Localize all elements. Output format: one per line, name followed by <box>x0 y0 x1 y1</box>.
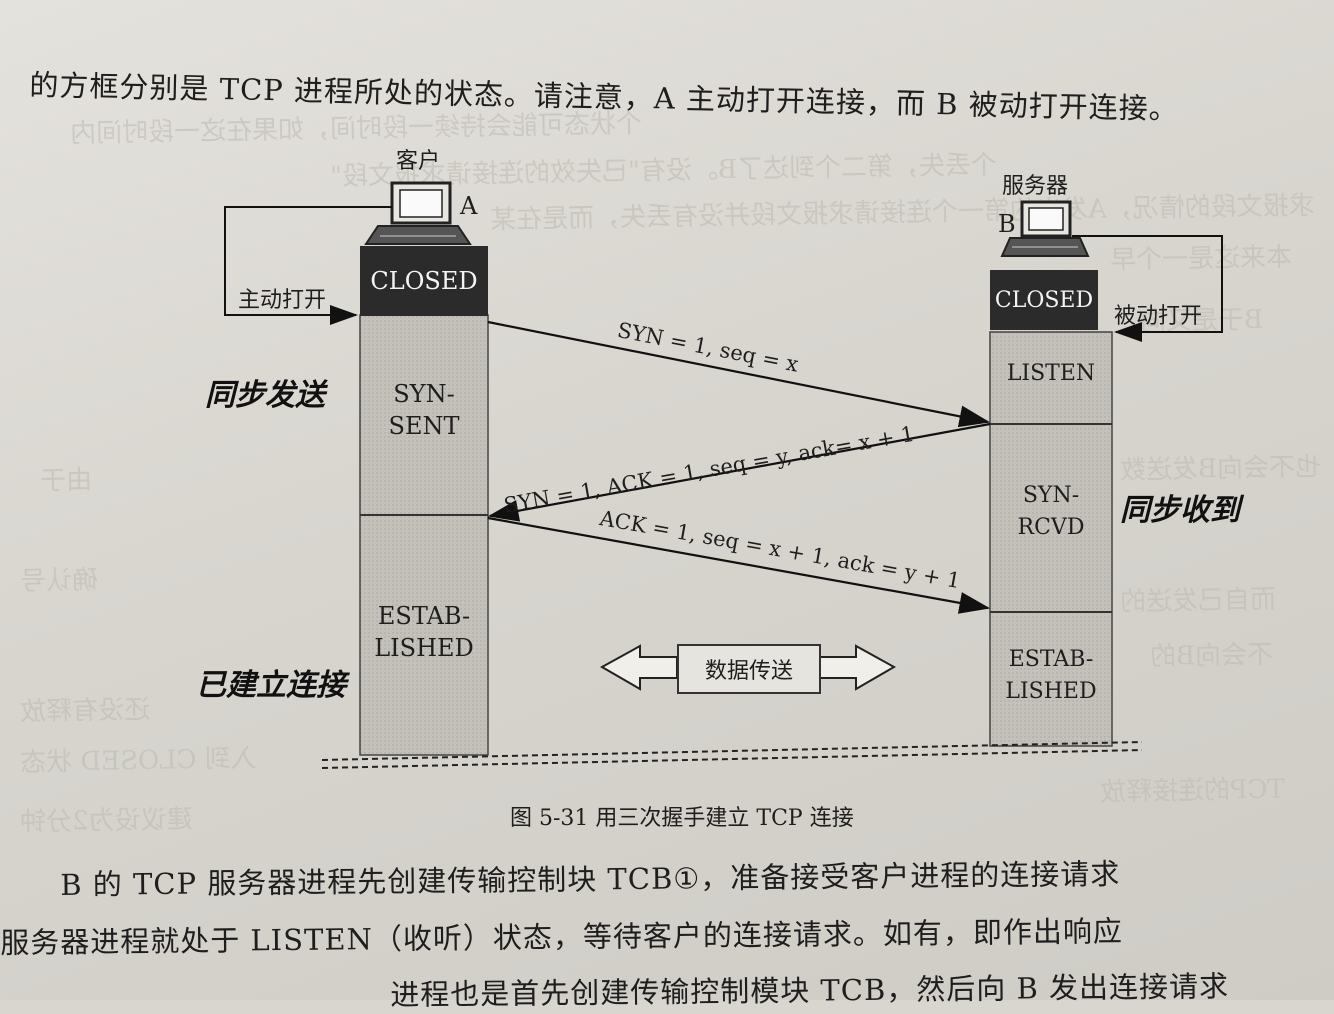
client-timeline <box>359 314 489 756</box>
server-letter: B <box>998 210 1016 238</box>
client-open-arrow <box>224 206 392 325</box>
client-letter: A <box>460 192 478 220</box>
passive-open-label: 被动打开 <box>1114 304 1203 329</box>
server-established-state: ESTAB- LISHED <box>1005 647 1097 704</box>
client-established-state: ESTAB- LISHED <box>374 602 474 662</box>
figure-caption: 图 5-31 用三次握手建立 TCP 连接 <box>510 806 854 831</box>
client-computer-icon <box>364 181 472 245</box>
data-transfer-box: 数据传送 <box>677 644 821 694</box>
server-syn-rcvd-state: SYN- RCVD <box>1017 483 1085 540</box>
handwritten-note-sync-received: 同步收到 <box>1120 493 1240 528</box>
server-title: 服务器 <box>1002 174 1069 199</box>
client-syn-sent-state: SYN- SENT <box>388 380 460 440</box>
body-text-line-3: 进程也是首先创建传输控制模块 TCB，然后向 B 发出连接请求 <box>390 969 1230 1012</box>
server-computer-icon <box>1000 200 1090 257</box>
server-open-arrow <box>1072 235 1223 342</box>
syn-ack-arrow <box>487 422 991 522</box>
active-open-label: 主动打开 <box>238 288 327 313</box>
server-closed-state: CLOSED <box>990 270 1098 330</box>
handwritten-note-established: 已建立连接 <box>196 668 346 703</box>
syn-arrow <box>487 320 991 428</box>
server-listen-state: LISTEN <box>1006 361 1096 386</box>
handwritten-note-sync-sent: 同步发送 <box>205 378 325 413</box>
ack-arrow <box>487 516 991 614</box>
server-timeline <box>989 331 1113 747</box>
time-break-lines <box>321 741 1143 769</box>
client-closed-state: CLOSED <box>360 246 488 316</box>
client-title: 客户 <box>396 149 441 174</box>
